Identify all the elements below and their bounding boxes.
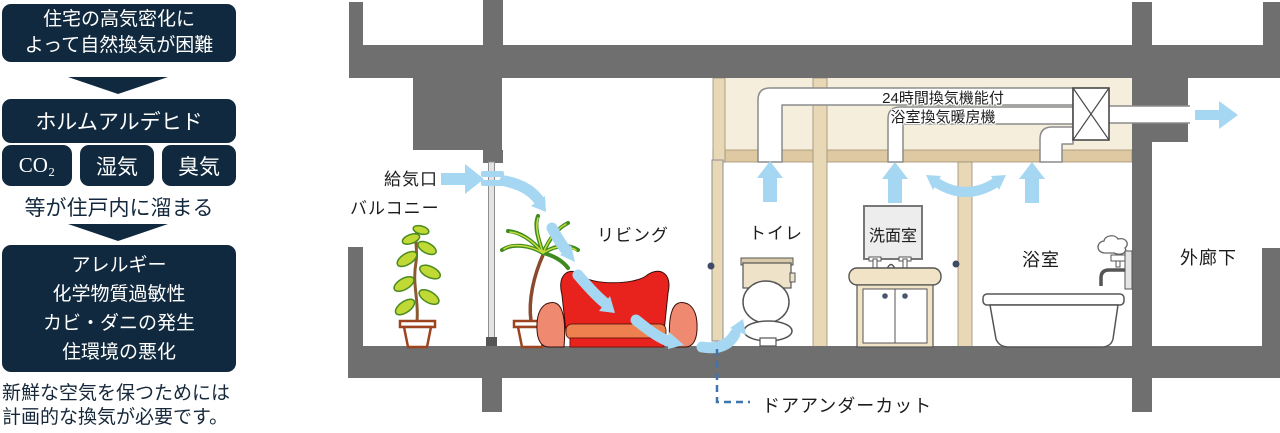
washroom-mirror <box>863 205 923 260</box>
exit-duct <box>1109 106 1190 123</box>
toilet-duct <box>757 87 1074 163</box>
corridor-label: 外廊下 <box>1180 248 1237 268</box>
formaldehyde-box: ホルムアルデヒド <box>2 99 236 143</box>
washroom-up-arrow-icon <box>882 162 908 203</box>
bathroom-label: 浴室 <box>1022 250 1060 270</box>
bath-door-knob-icon <box>952 260 960 268</box>
air-inlet-label: 給気口 <box>384 170 438 189</box>
effects-line2: 化学物質過敏性 <box>52 283 186 305</box>
bath-faucet-icon <box>1097 235 1133 290</box>
down-arrow-icon <box>68 77 168 94</box>
toilet-up-arrow-icon <box>757 161 783 202</box>
intake-arrow-icon <box>441 164 484 194</box>
effects-box: アレルギー 化学物質過敏性 カビ・ダニの発生 住環境の悪化 <box>2 245 236 372</box>
door-knob-icon <box>707 262 715 270</box>
bath-up-arrow-icon <box>1019 162 1045 203</box>
air-inlet-vent-icon <box>481 171 504 186</box>
odor-box: 臭気 <box>162 145 236 186</box>
indoor-palm-plant <box>500 214 580 349</box>
balcony-window <box>486 161 497 346</box>
washroom-vanity <box>848 256 942 348</box>
fan-unit-label-line1: 24時間換気機能付 <box>882 90 1004 107</box>
toilet-fixture <box>740 257 796 347</box>
exhaust-ducts <box>757 87 1190 163</box>
co2-box: CO₂ <box>2 145 72 186</box>
exhaust-arrow-icon <box>1195 101 1238 129</box>
washroom-label: 洗面室 <box>868 228 917 245</box>
down-arrow-icon <box>68 224 168 241</box>
cause-box-line1: 住宅の高気密化に <box>42 9 195 30</box>
circulation-arrow-icon <box>932 178 1000 197</box>
toilet-label: トイレ <box>749 224 803 243</box>
door-undercut-leader <box>715 349 750 404</box>
footer-note: 新鮮な空気を保つためには 計画的な換気が必要です。 <box>2 382 230 430</box>
humidity-box: 湿気 <box>80 145 154 186</box>
bathroom-duct <box>1039 126 1074 163</box>
footer-line1: 新鮮な空気を保つためには <box>2 383 231 404</box>
effects-line4: 住環境の悪化 <box>61 341 176 363</box>
steam-icon <box>1097 235 1128 255</box>
washroom-duct <box>887 106 1074 163</box>
bathtub <box>982 293 1125 348</box>
airflow-arrows <box>441 101 1238 354</box>
interior-walls <box>712 77 973 349</box>
exit-duct-edges <box>1109 105 1190 124</box>
fan-unit-label-line2: 浴室換気暖房機 <box>890 109 996 126</box>
accumulate-text: 等が住戸内に溜まる <box>24 196 214 220</box>
cause-box-line2: よって自然換気が困難 <box>24 35 214 56</box>
fan-unit-icon <box>1072 87 1110 141</box>
living-label: リビング <box>597 226 669 245</box>
door-undercut-label: ドアアンダーカット <box>762 396 933 416</box>
effects-line3: カビ・ダニの発生 <box>42 312 195 334</box>
toilet-door <box>707 159 724 342</box>
concrete-structure <box>348 0 1280 412</box>
balcony-label: バルコニー <box>350 199 440 218</box>
footer-line2: 計画的な換気が必要です。 <box>2 407 229 428</box>
balcony-plant <box>393 224 441 349</box>
cause-box: 住宅の高気密化に よって自然換気が困難 <box>2 4 236 62</box>
effects-line1: アレルギー <box>71 254 167 276</box>
